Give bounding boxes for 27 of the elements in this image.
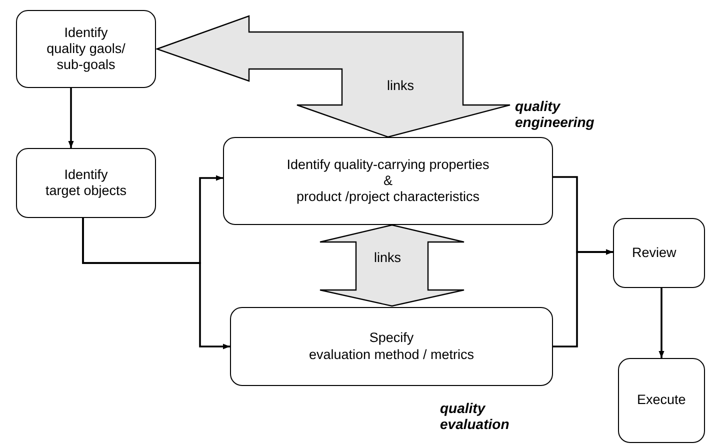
- box-text: &: [383, 172, 392, 190]
- box-text: Execute: [637, 392, 686, 409]
- process-box: [613, 218, 705, 288]
- box-text: Identify: [64, 24, 108, 41]
- arrow: [553, 249, 613, 348]
- box-text: Review: [632, 244, 676, 262]
- arrow: [68, 88, 74, 148]
- process-box: [223, 137, 553, 225]
- arrow: [82, 218, 230, 350]
- process-box: [16, 148, 156, 218]
- arrow: [658, 288, 664, 358]
- box-text: quality gaols/ sub-goals: [46, 40, 126, 74]
- box-text: Identify quality-carrying properties: [286, 156, 490, 173]
- block-arrow: [155, 15, 511, 138]
- section-label: quality engineering: [515, 98, 596, 130]
- edge-label: links: [385, 78, 416, 93]
- process-box: [618, 358, 705, 443]
- section-label: quality evaluation: [440, 400, 510, 432]
- box-text: Identify: [64, 166, 108, 183]
- block-arrow: [319, 224, 465, 307]
- box-text: evaluation method / metrics: [308, 346, 474, 363]
- box-text: target objects: [45, 183, 127, 200]
- edge-label: links: [372, 250, 404, 265]
- process-box: [16, 10, 156, 88]
- box-text: product /project characteristics: [296, 189, 480, 206]
- box-text: Specify: [369, 330, 414, 346]
- process-box: [230, 307, 553, 386]
